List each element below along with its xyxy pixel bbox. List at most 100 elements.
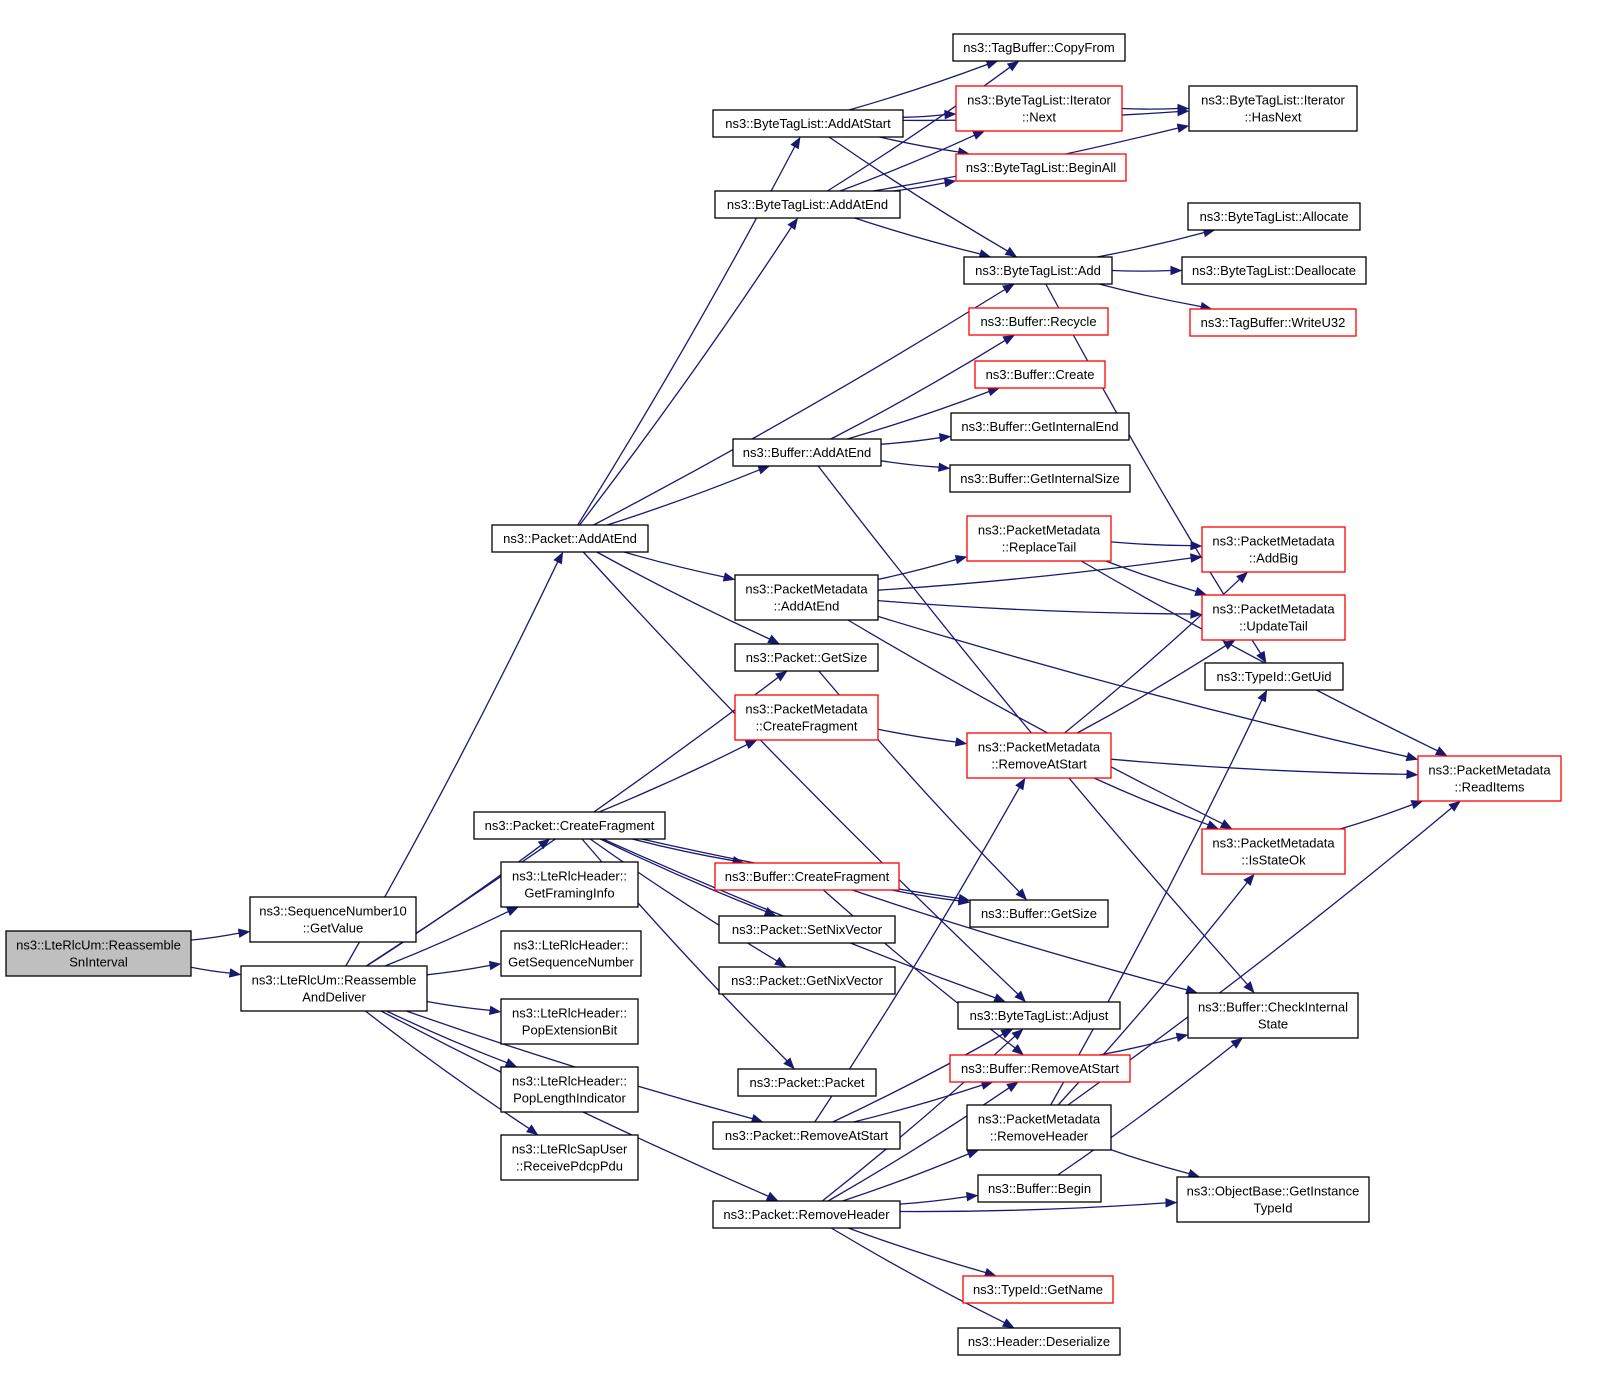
edge-line <box>607 469 760 526</box>
node-label: ns3::Packet::RemoveHeader <box>723 1207 890 1222</box>
node-btl-addatend[interactable]: ns3::ByteTagList::AddAtEnd <box>714 190 901 219</box>
node-box <box>949 1054 1131 1083</box>
edge-arrowhead <box>1190 540 1203 551</box>
node-btl-allocate[interactable]: ns3::ByteTagList::Allocate <box>1187 202 1361 231</box>
edge-pkt-removeheader-to-buf-begin <box>899 1191 979 1205</box>
node-poplen[interactable]: ns3::LteRlcHeader::PopLengthIndicator <box>500 1066 639 1113</box>
edge-line <box>1111 269 1172 272</box>
node-btl-deallocate[interactable]: ns3::ByteTagList::Deallocate <box>1181 256 1367 285</box>
node-pm-readitems[interactable]: ns3::PacketMetadata::ReadItems <box>1417 755 1562 802</box>
node-getframing[interactable]: ns3::LteRlcHeader::GetFramingInfo <box>500 861 639 908</box>
edge-pm-removeatstart-to-pm-readitems <box>1110 758 1419 780</box>
edge-arrowhead <box>1194 586 1208 596</box>
edge-arrowhead <box>1001 1318 1015 1329</box>
node-label: ::IsStateOk <box>1241 853 1306 868</box>
node-box <box>1181 256 1367 285</box>
node-pkt-packet[interactable]: ns3::Packet::Packet <box>737 1068 877 1097</box>
node-label: ns3::ByteTagList::Iterator <box>1201 93 1345 108</box>
node-btl-addatstart[interactable]: ns3::ByteTagList::AddAtStart <box>712 109 904 138</box>
edge-line <box>589 838 778 962</box>
node-btl-beginall[interactable]: ns3::ByteTagList::BeginAll <box>955 153 1127 182</box>
node-getseq[interactable]: ns3::LteRlcHeader::GetSequenceNumber <box>500 930 642 977</box>
edge-line <box>899 1195 968 1205</box>
node-label: ns3::Buffer::Create <box>986 367 1095 382</box>
edge-arrowhead <box>537 838 551 850</box>
edge-pm-replacetail-to-pm-addbig <box>1110 540 1203 551</box>
edge-line <box>880 437 941 445</box>
node-buf-getsize[interactable]: ns3::Buffer::GetSize <box>969 899 1109 928</box>
node-pkt-createfrag[interactable]: ns3::Packet::CreateFragment <box>473 811 666 840</box>
edge-btl-addatend-to-btl-add <box>854 217 992 259</box>
node-header-deserialize[interactable]: ns3::Header::Deserialize <box>957 1327 1121 1356</box>
node-box <box>491 524 649 553</box>
node-buf-createfrag[interactable]: ns3::Buffer::CreateFragment <box>714 862 900 891</box>
edge-arrowhead <box>783 1057 795 1070</box>
edge-arrowhead <box>1434 746 1448 757</box>
edge-arrowhead <box>1011 1028 1024 1041</box>
node-typeid-getname[interactable]: ns3::TypeId::GetName <box>962 1275 1114 1304</box>
edge-line <box>1339 803 1413 830</box>
node-tb-copyfrom[interactable]: ns3::TagBuffer::CopyFrom <box>952 33 1126 62</box>
edge-line <box>847 390 990 440</box>
edge-pm-addatend-to-pm-updatetail <box>877 599 1203 619</box>
edge-arrowhead <box>526 1124 539 1136</box>
node-label: ns3::Buffer::CreateFragment <box>725 869 890 884</box>
node-btli-next[interactable]: ns3::ByteTagList::Iterator::Next <box>955 85 1123 132</box>
node-pm-addbig[interactable]: ns3::PacketMetadata::AddBig <box>1201 526 1346 573</box>
edge-line <box>1110 758 1408 775</box>
node-pkt-removeatstart[interactable]: ns3::Packet::RemoveAtStart <box>712 1121 901 1150</box>
node-buf-create[interactable]: ns3::Buffer::Create <box>974 360 1106 389</box>
node-buf-getinternalend[interactable]: ns3::Buffer::GetInternalEnd <box>950 412 1130 441</box>
node-pm-updatetail[interactable]: ns3::PacketMetadata::UpdateTail <box>1201 594 1346 641</box>
edge-line <box>1110 541 1192 547</box>
node-recvpdcp[interactable]: ns3::LteRlcSapUser::ReceivePdcpPdu <box>500 1134 639 1181</box>
node-box <box>734 574 879 621</box>
node-box <box>969 899 1109 928</box>
edge-pm-isstateok-to-pm-readitems <box>1339 800 1424 830</box>
node-tb-writeu32[interactable]: ns3::TagBuffer::WriteU32 <box>1189 308 1357 337</box>
node-pkt-getnix[interactable]: ns3::Packet::GetNixVector <box>718 966 896 995</box>
node-btl-adjust[interactable]: ns3::ByteTagList::Adjust <box>957 1001 1121 1030</box>
edge-pkt-createfrag-to-buf-createfrag <box>632 838 745 866</box>
edge-arrowhead <box>1177 103 1190 114</box>
node-pm-replacetail[interactable]: ns3::PacketMetadata::ReplaceTail <box>966 515 1112 562</box>
edge-line <box>386 1010 508 1064</box>
node-label: ns3::PacketMetadata <box>978 740 1101 755</box>
node-typeid-getuid[interactable]: ns3::TypeId::GetUid <box>1204 662 1344 691</box>
node-buf-addatend[interactable]: ns3::Buffer::AddAtEnd <box>732 438 882 467</box>
node-popext[interactable]: ns3::LteRlcHeader::PopExtensionBit <box>500 998 639 1045</box>
node-pkt-removeheader[interactable]: ns3::Packet::RemoveHeader <box>712 1200 901 1229</box>
node-pm-addatend[interactable]: ns3::PacketMetadata::AddAtEnd <box>734 574 879 621</box>
edge-arrowhead <box>1175 1032 1189 1043</box>
node-btl-add[interactable]: ns3::ByteTagList::Add <box>963 256 1113 285</box>
node-buf-begin[interactable]: ns3::Buffer::Begin <box>977 1174 1102 1203</box>
node-buf-getinternalsize[interactable]: ns3::Buffer::GetInternalSize <box>949 464 1131 493</box>
edge-line <box>426 964 491 976</box>
node-label: ::RemoveHeader <box>990 1129 1089 1144</box>
node-label: ::UpdateTail <box>1239 619 1308 634</box>
node-label: ns3::Packet::RemoveAtStart <box>725 1128 889 1143</box>
node-box <box>1187 992 1359 1039</box>
node-sn10[interactable]: ns3::SequenceNumber10::GetValue <box>249 896 417 943</box>
node-pkt-addatend[interactable]: ns3::Packet::AddAtEnd <box>491 524 649 553</box>
node-pm-removeheader[interactable]: ns3::PacketMetadata::RemoveHeader <box>966 1104 1112 1151</box>
node-label: ns3::Buffer::CheckInternal <box>1198 1000 1348 1015</box>
node-buf-recycle[interactable]: ns3::Buffer::Recycle <box>968 307 1109 336</box>
node-pkt-setnix[interactable]: ns3::Packet::SetNixVector <box>718 915 896 944</box>
node-pkt-getsize[interactable]: ns3::Packet::GetSize <box>734 643 879 672</box>
node-box <box>734 694 879 741</box>
node-pm-removeatstart[interactable]: ns3::PacketMetadata::RemoveAtStart <box>966 732 1112 779</box>
node-btli-hasnext[interactable]: ns3::ByteTagList::Iterator::HasNext <box>1188 85 1358 132</box>
edge-pm-addatend-to-pm-addbig <box>877 553 1203 591</box>
edge-rad-to-recvpdcp <box>365 1010 539 1136</box>
node-pm-isstateok[interactable]: ns3::PacketMetadata::IsStateOk <box>1201 828 1346 875</box>
edge-line <box>832 1033 1004 1123</box>
node-buf-removeatstart[interactable]: ns3::Buffer::RemoveAtStart <box>949 1054 1131 1083</box>
edge-line <box>596 551 771 640</box>
node-pm-createfrag[interactable]: ns3::PacketMetadata::CreateFragment <box>734 694 879 741</box>
node-label: ns3::LteRlcHeader:: <box>514 938 629 953</box>
